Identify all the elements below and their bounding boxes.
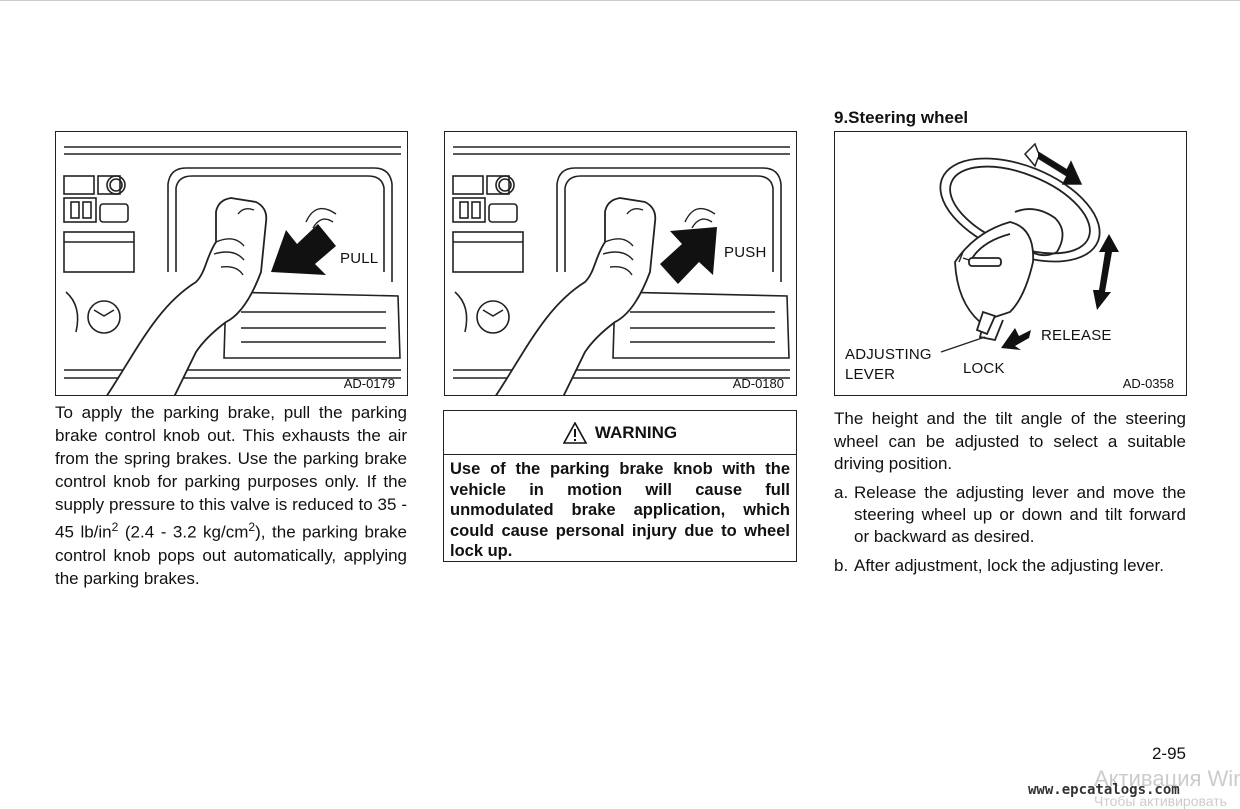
- list-item-text: After adjustment, lock the adjusting lev…: [854, 556, 1164, 575]
- warning-body: Use of the parking brake knob with the v…: [450, 460, 790, 560]
- parking-brake-paragraph: To apply the parking brake, pull the par…: [55, 401, 407, 590]
- paragraph-text: To apply the parking brake, pull the par…: [55, 403, 407, 542]
- list-item-text: Release the adjusting lever and move the…: [854, 483, 1186, 546]
- superscript: 2: [248, 520, 256, 534]
- warning-triangle-icon: [562, 421, 587, 444]
- warning-header: WARNING: [444, 411, 796, 455]
- release-label: RELEASE: [1041, 327, 1112, 344]
- paragraph-text: (2.4 - 3.2 kg/cm: [118, 522, 249, 542]
- steering-illustration: [939, 142, 1119, 353]
- figure-steering-wheel: RELEASE ADJUSTING LEVER LOCK AD-0358: [834, 131, 1187, 396]
- superscript: 2: [111, 520, 119, 534]
- pull-illustration: [63, 146, 401, 395]
- figure-parking-brake-push: PUSH AD-0180: [444, 131, 797, 396]
- figure-code: AD-0358: [1122, 376, 1174, 391]
- warning-title: WARNING: [594, 422, 678, 442]
- adjusting-lever-label-line1: ADJUSTING: [845, 346, 932, 363]
- section-heading: 9.Steering wheel: [834, 108, 969, 127]
- figure-code: AD-0180: [732, 376, 784, 391]
- figure-code: AD-0179: [343, 376, 395, 391]
- list-marker: a.: [834, 483, 849, 502]
- site-watermark-link[interactable]: www.epcatalogs.com: [1028, 782, 1180, 798]
- figure-parking-brake-pull: PULL AD-0179: [55, 131, 408, 396]
- push-label: PUSH: [724, 244, 767, 261]
- paragraph-text: ), the parking brake control knob pops o…: [55, 522, 407, 588]
- steps-list: a. Release the adjusting lever and move …: [834, 482, 1186, 577]
- lock-label: LOCK: [963, 360, 1005, 377]
- top-rule: [0, 0, 1240, 1]
- pull-label: PULL: [340, 250, 379, 267]
- list-item: b. After adjustment, lock the adjusting …: [834, 555, 1186, 577]
- list-item: a. Release the adjusting lever and move …: [834, 482, 1186, 548]
- steering-paragraph: The height and the tilt angle of the ste…: [834, 409, 1186, 473]
- activation-watermark: Активация Winc: [1094, 766, 1240, 791]
- adjusting-lever-label-line2: LEVER: [845, 366, 896, 383]
- warning-box: WARNING Use of the parking brake knob wi…: [443, 410, 797, 562]
- activation-watermark-sub: Чтобы активировать: [1094, 793, 1227, 809]
- list-marker: b.: [834, 556, 849, 575]
- page-number: 2-95: [1151, 744, 1186, 763]
- push-illustration: [452, 146, 790, 395]
